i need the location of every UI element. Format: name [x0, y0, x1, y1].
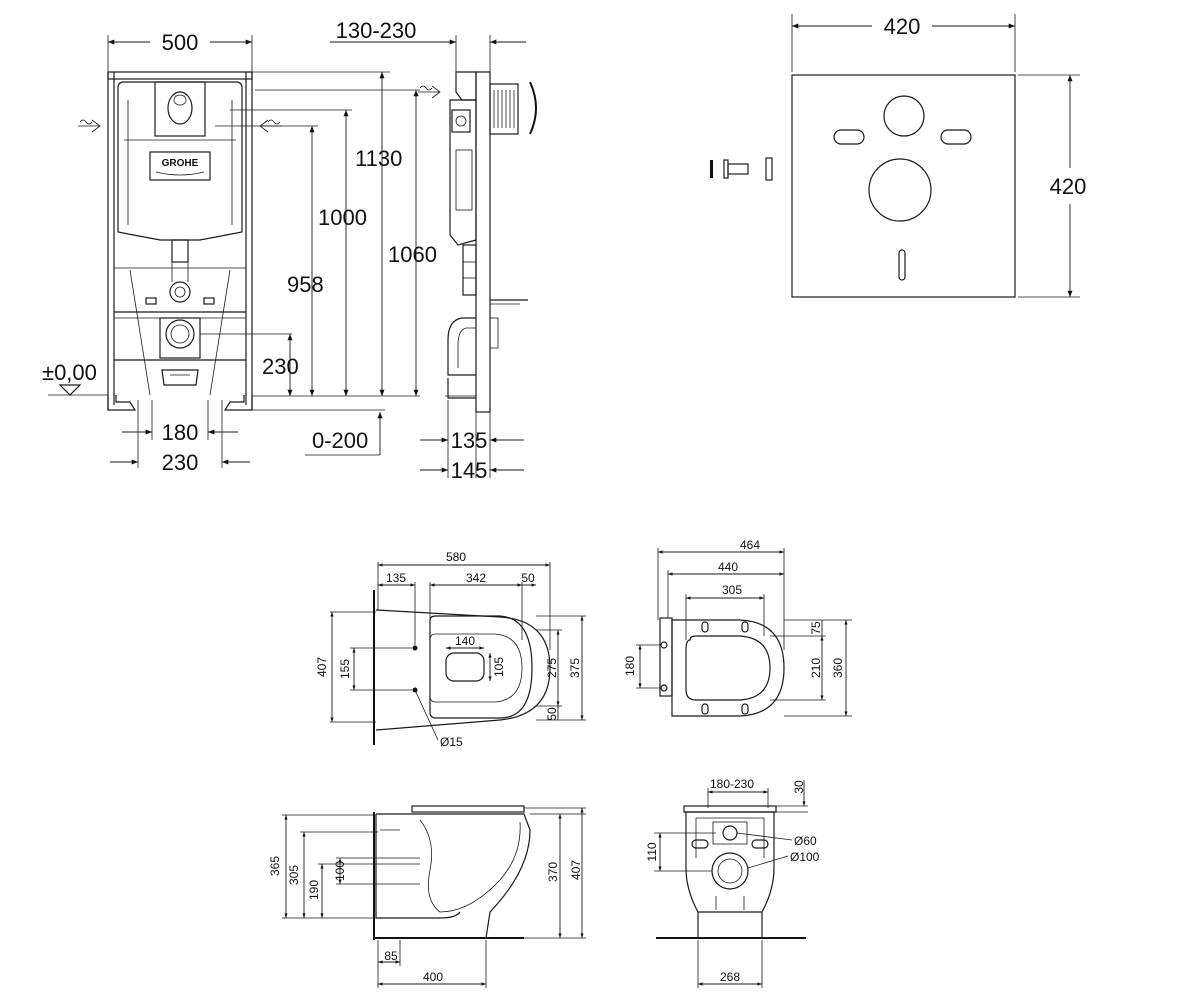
dim-958: 958	[287, 272, 324, 297]
dim-180-seat: 180	[623, 656, 637, 676]
dim-105: 105	[492, 657, 506, 677]
dim-dia-100: Ø100	[790, 850, 820, 864]
seat-top-view: 464 440 305 180 75 210 360	[623, 538, 852, 717]
dim-180-230: 180-230	[710, 777, 754, 791]
sound-insulation-panel: 420 420	[710, 14, 1087, 298]
dim-75: 75	[809, 621, 823, 635]
dim-panel-width: 420	[884, 14, 921, 39]
dim-50-top: 50	[521, 571, 535, 585]
dim-85: 85	[384, 949, 398, 963]
dim-50-right: 50	[545, 707, 559, 721]
dim-110: 110	[645, 842, 659, 861]
dim-180: 180	[162, 420, 199, 445]
dim-1000: 1000	[318, 205, 367, 230]
dim-400: 400	[423, 970, 443, 984]
dim-210: 210	[809, 658, 823, 678]
bowl-side-view: 365 305 190 100 370 407 85 400	[268, 805, 586, 988]
dim-135-offset: 135	[386, 571, 406, 585]
dim-130-230: 130-230	[336, 18, 417, 43]
dim-155: 155	[338, 659, 352, 679]
dim-145-depth: 145	[451, 458, 488, 483]
dim-panel-height: 420	[1050, 174, 1087, 199]
dim-dia-60: Ø60	[794, 834, 817, 848]
bowl-top-view: Ø15 580 135 342 50 140 105 407 155 275	[315, 550, 586, 749]
installation-frame-front-view: GROHE 500	[42, 30, 437, 475]
dim-hole-dia: Ø15	[440, 735, 463, 749]
dim-580: 580	[446, 550, 466, 564]
dim-407-height: 407	[569, 860, 583, 880]
dim-305-height: 305	[287, 865, 301, 885]
dim-305-seat: 305	[722, 583, 742, 597]
dim-342: 342	[466, 571, 486, 585]
dim-1130: 1130	[355, 146, 402, 171]
installation-frame-side-view: 130-230 135 145	[330, 18, 537, 483]
dim-1060: 1060	[388, 242, 437, 267]
dim-360: 360	[831, 658, 845, 678]
dim-365: 365	[268, 856, 282, 876]
dim-275: 275	[545, 658, 559, 678]
dim-230-width: 230	[162, 450, 199, 475]
dim-135-depth: 135	[451, 428, 488, 453]
grohe-logo: GROHE	[162, 158, 199, 169]
dim-140: 140	[455, 634, 475, 648]
level-zero: ±0,00	[42, 360, 97, 385]
dim-30: 30	[792, 780, 806, 794]
dim-230-height: 230	[262, 354, 299, 379]
dim-190: 190	[307, 880, 321, 900]
dim-440: 440	[718, 560, 738, 574]
dim-268: 268	[720, 970, 740, 984]
dim-frame-width: 500	[162, 30, 199, 55]
dim-370: 370	[546, 862, 560, 882]
dim-100: 100	[333, 861, 347, 881]
dim-407-width: 407	[315, 657, 329, 677]
dim-0-200: 0-200	[312, 428, 368, 453]
bowl-back-view: 180-230 30 110 Ø60 Ø100 268	[645, 777, 820, 988]
dim-464: 464	[740, 538, 760, 552]
dim-375: 375	[568, 658, 582, 678]
